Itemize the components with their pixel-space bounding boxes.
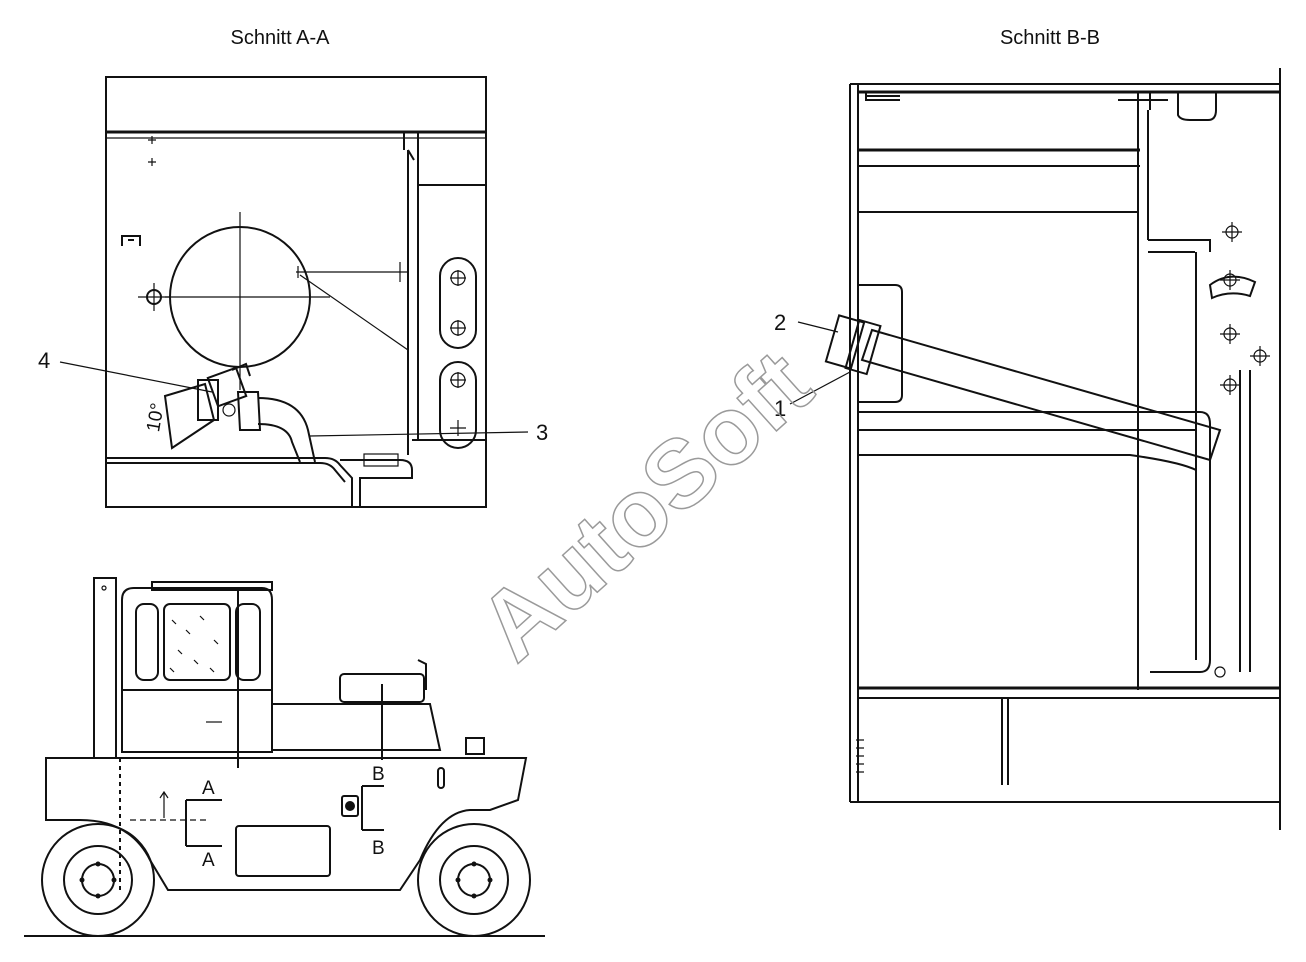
coupling bbox=[236, 391, 262, 431]
callout-3: 3 bbox=[536, 420, 548, 445]
pick-up-tube bbox=[860, 328, 1222, 462]
cabin-left-window bbox=[135, 603, 159, 681]
callout-1: 1 bbox=[774, 396, 786, 421]
top-bracket bbox=[1177, 92, 1217, 121]
section-a-a-view: 10° 4 3 bbox=[38, 76, 548, 508]
cabin-roof bbox=[151, 581, 273, 591]
cabin-lower bbox=[121, 689, 273, 753]
rear-wheel bbox=[417, 823, 531, 937]
leader-2 bbox=[797, 321, 839, 333]
bracket-symbol bbox=[121, 235, 141, 246]
section-b-label-bottom: B bbox=[372, 838, 385, 859]
chassis-body bbox=[45, 757, 528, 891]
tube-nut bbox=[844, 318, 882, 376]
watermark: AutoSoft bbox=[459, 330, 832, 681]
hose-bend bbox=[257, 397, 316, 463]
cabin-right-window bbox=[235, 603, 261, 681]
leader-3 bbox=[309, 431, 529, 437]
cabin-window bbox=[163, 603, 231, 681]
slotted-plate-lower bbox=[439, 361, 477, 449]
section-a-marker bbox=[185, 799, 222, 847]
section-a-label-top: A bbox=[202, 778, 215, 799]
title-section-a-a: Schnitt A-A bbox=[231, 27, 331, 49]
exhaust-pipe bbox=[417, 659, 427, 690]
vehicle-side-view: A A B B bbox=[24, 577, 545, 937]
cabin bbox=[121, 587, 273, 700]
section-b-label-top: B bbox=[372, 764, 385, 785]
fitting-nut bbox=[206, 366, 248, 408]
section-b-b-view: 2 1 bbox=[774, 68, 1281, 830]
body-panel bbox=[235, 825, 331, 877]
top-t-bar bbox=[1118, 92, 1168, 110]
floor-plate bbox=[106, 457, 353, 507]
floor-bracket bbox=[340, 459, 413, 507]
callout-4: 4 bbox=[38, 348, 50, 373]
section-a-label-bottom: A bbox=[202, 850, 215, 871]
callout-2: 2 bbox=[774, 310, 786, 335]
fuel-cap bbox=[341, 795, 359, 817]
lower-chamber bbox=[858, 411, 1211, 673]
mast bbox=[93, 577, 117, 759]
t-profile bbox=[403, 132, 419, 161]
slotted-plate-upper bbox=[439, 257, 477, 349]
front-wheel bbox=[41, 823, 155, 937]
fuel-pick-up-plate bbox=[163, 382, 216, 450]
section-a-frame bbox=[105, 76, 487, 508]
engine-hood bbox=[272, 703, 442, 751]
access-cover bbox=[858, 284, 903, 403]
diagonal-rod bbox=[299, 274, 409, 351]
leader-4 bbox=[59, 361, 213, 393]
tube-fitting bbox=[824, 314, 866, 370]
angle-label: 10° bbox=[143, 402, 169, 434]
section-b-marker bbox=[361, 785, 384, 831]
leader-1 bbox=[789, 371, 851, 405]
title-section-b-b: Schnitt B-B bbox=[1000, 27, 1100, 49]
